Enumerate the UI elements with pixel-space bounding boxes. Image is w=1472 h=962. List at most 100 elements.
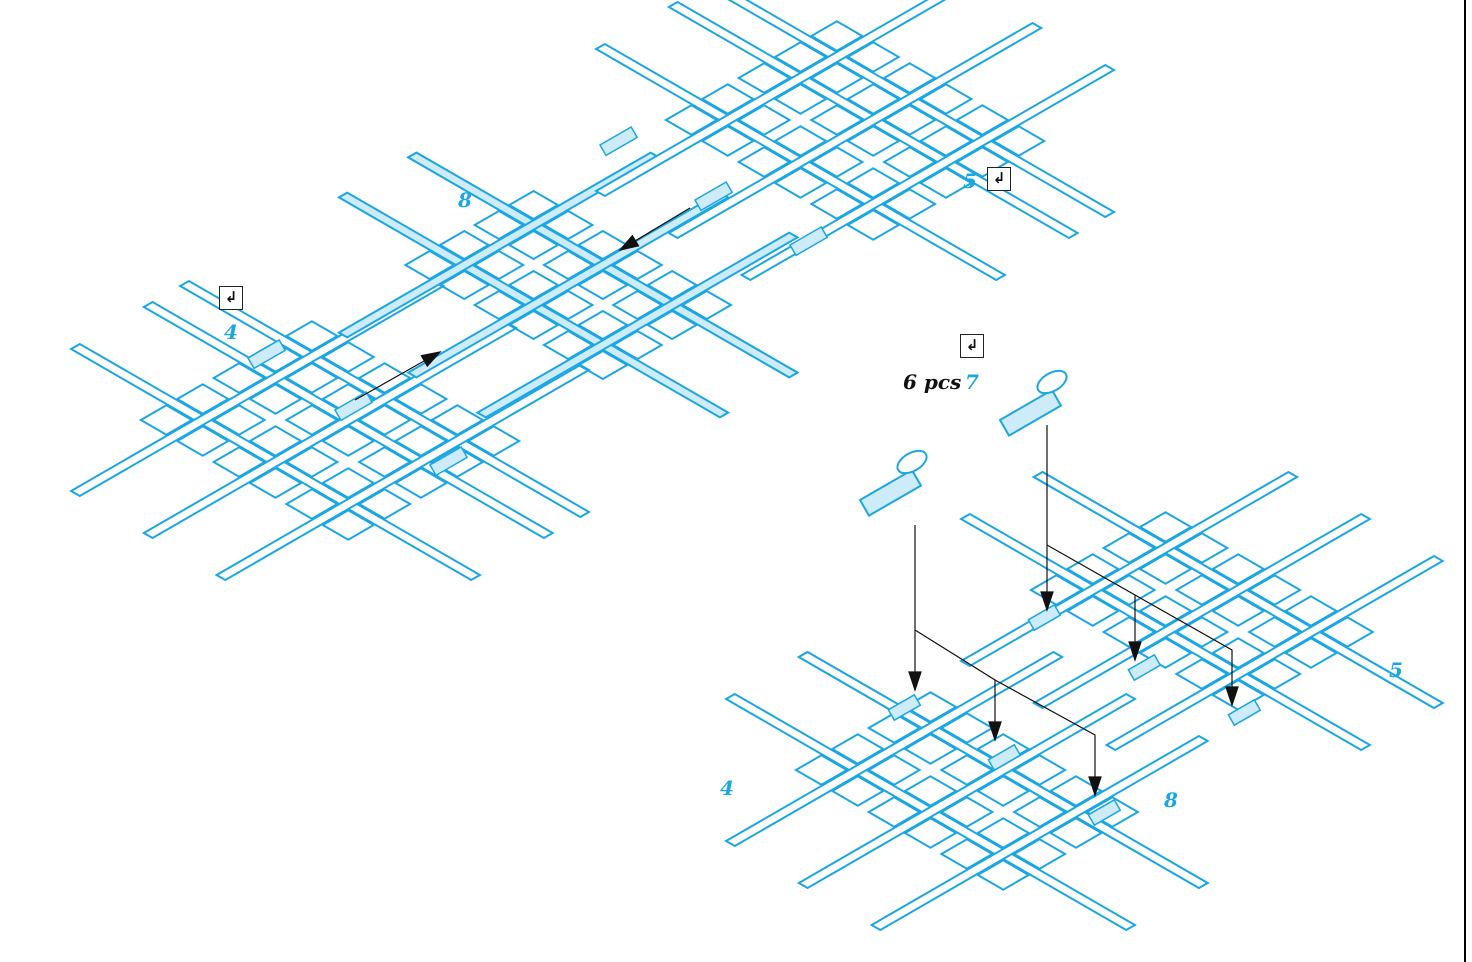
arrow-head (988, 721, 1002, 742)
clip (788, 225, 829, 257)
net-cell (611, 249, 664, 281)
net-cell (830, 775, 886, 807)
net-cell (700, 83, 756, 115)
net-cell (1048, 775, 1104, 807)
net-cell (866, 754, 922, 786)
net-cell (1138, 511, 1193, 543)
net-cell (1174, 532, 1230, 564)
buckle-strap (998, 388, 1063, 437)
net-cell (1065, 595, 1121, 627)
arrow-head (1128, 641, 1142, 662)
net-strap (796, 692, 1137, 890)
net-cell (645, 269, 699, 301)
part-label-4-bottom: 4 (720, 776, 734, 800)
net-cell (845, 83, 901, 115)
net-cell (320, 341, 376, 373)
net-cell (975, 775, 1031, 807)
net-cell (1065, 553, 1121, 585)
turn-over-icon: ↲ (987, 167, 1011, 191)
net-cell (507, 189, 560, 221)
net-cell (903, 691, 958, 723)
net-cell (736, 62, 792, 94)
net-cell (541, 329, 595, 361)
net-part-8 (336, 151, 800, 419)
net-cell (736, 146, 792, 178)
net-cell (1283, 637, 1339, 669)
arrow (354, 351, 442, 401)
net-cell (284, 404, 340, 436)
frame-border (1464, 0, 1466, 962)
net-cell (248, 383, 303, 415)
net-cell (211, 362, 267, 394)
net-cell (507, 269, 560, 301)
clip (246, 338, 287, 370)
net-cell (1138, 595, 1193, 627)
net-cell (975, 859, 1031, 891)
net-cell (809, 104, 865, 136)
net-cell (248, 425, 303, 457)
clip (1087, 798, 1122, 827)
net-assembled-back (959, 470, 1445, 752)
net-cell (472, 209, 526, 241)
clip (1127, 653, 1162, 682)
net-cell (809, 188, 865, 220)
net-cell (1210, 637, 1266, 669)
net-cell (1101, 574, 1157, 606)
net-cell (1210, 595, 1266, 627)
net-cell (1012, 838, 1068, 870)
net-cell (645, 309, 699, 341)
net-cell (954, 146, 1010, 178)
net-strap (1104, 554, 1445, 752)
clip (333, 390, 374, 422)
net-cell (809, 62, 865, 94)
net-strap (594, 0, 947, 198)
net-cell (466, 425, 522, 457)
net-cell (1283, 595, 1339, 627)
buckle-part-7 (858, 449, 928, 517)
clip (428, 445, 469, 477)
part-label-8-top: 8 (458, 188, 472, 212)
net-cell (611, 329, 664, 361)
buckle-loop (1036, 369, 1068, 395)
net-cell (1210, 553, 1266, 585)
net-cell (773, 125, 828, 157)
arrow-head (908, 671, 922, 692)
net-cell (211, 404, 267, 436)
net-strap (1031, 512, 1372, 710)
arrow (1134, 594, 1239, 707)
net-cell (248, 467, 303, 499)
net-cell (903, 733, 958, 765)
part-label-4-top: 4 (224, 320, 238, 344)
net-cell (845, 167, 901, 199)
clip (598, 125, 639, 157)
net-cell (1210, 679, 1266, 711)
net-cell (882, 146, 938, 178)
net-cell (541, 209, 595, 241)
part-label-7: 7 (965, 370, 979, 394)
net-assembled-front (724, 650, 1210, 932)
net-cell (939, 754, 995, 786)
net-strap (959, 470, 1300, 668)
net-cell (939, 838, 995, 870)
net-cell (403, 249, 456, 281)
net-cell (830, 733, 886, 765)
net-cell (773, 83, 828, 115)
net-cell (663, 104, 719, 136)
net-cell (1174, 616, 1230, 648)
net-strap (739, 63, 1117, 282)
clip (887, 693, 922, 722)
net-cell (903, 817, 958, 849)
arrow-head (618, 234, 640, 251)
part-label-8-bottom: 8 (1164, 788, 1178, 812)
net-cell (138, 404, 194, 436)
arrow (994, 679, 1102, 797)
net-cell (320, 509, 376, 541)
net-cell (773, 41, 828, 73)
net-strap (724, 650, 1065, 848)
net-cell (393, 467, 449, 499)
net-cell (882, 62, 938, 94)
net-cell (1084, 796, 1140, 828)
net-cell (1101, 532, 1157, 564)
net-cell (680, 289, 734, 321)
net-cell (845, 125, 901, 157)
